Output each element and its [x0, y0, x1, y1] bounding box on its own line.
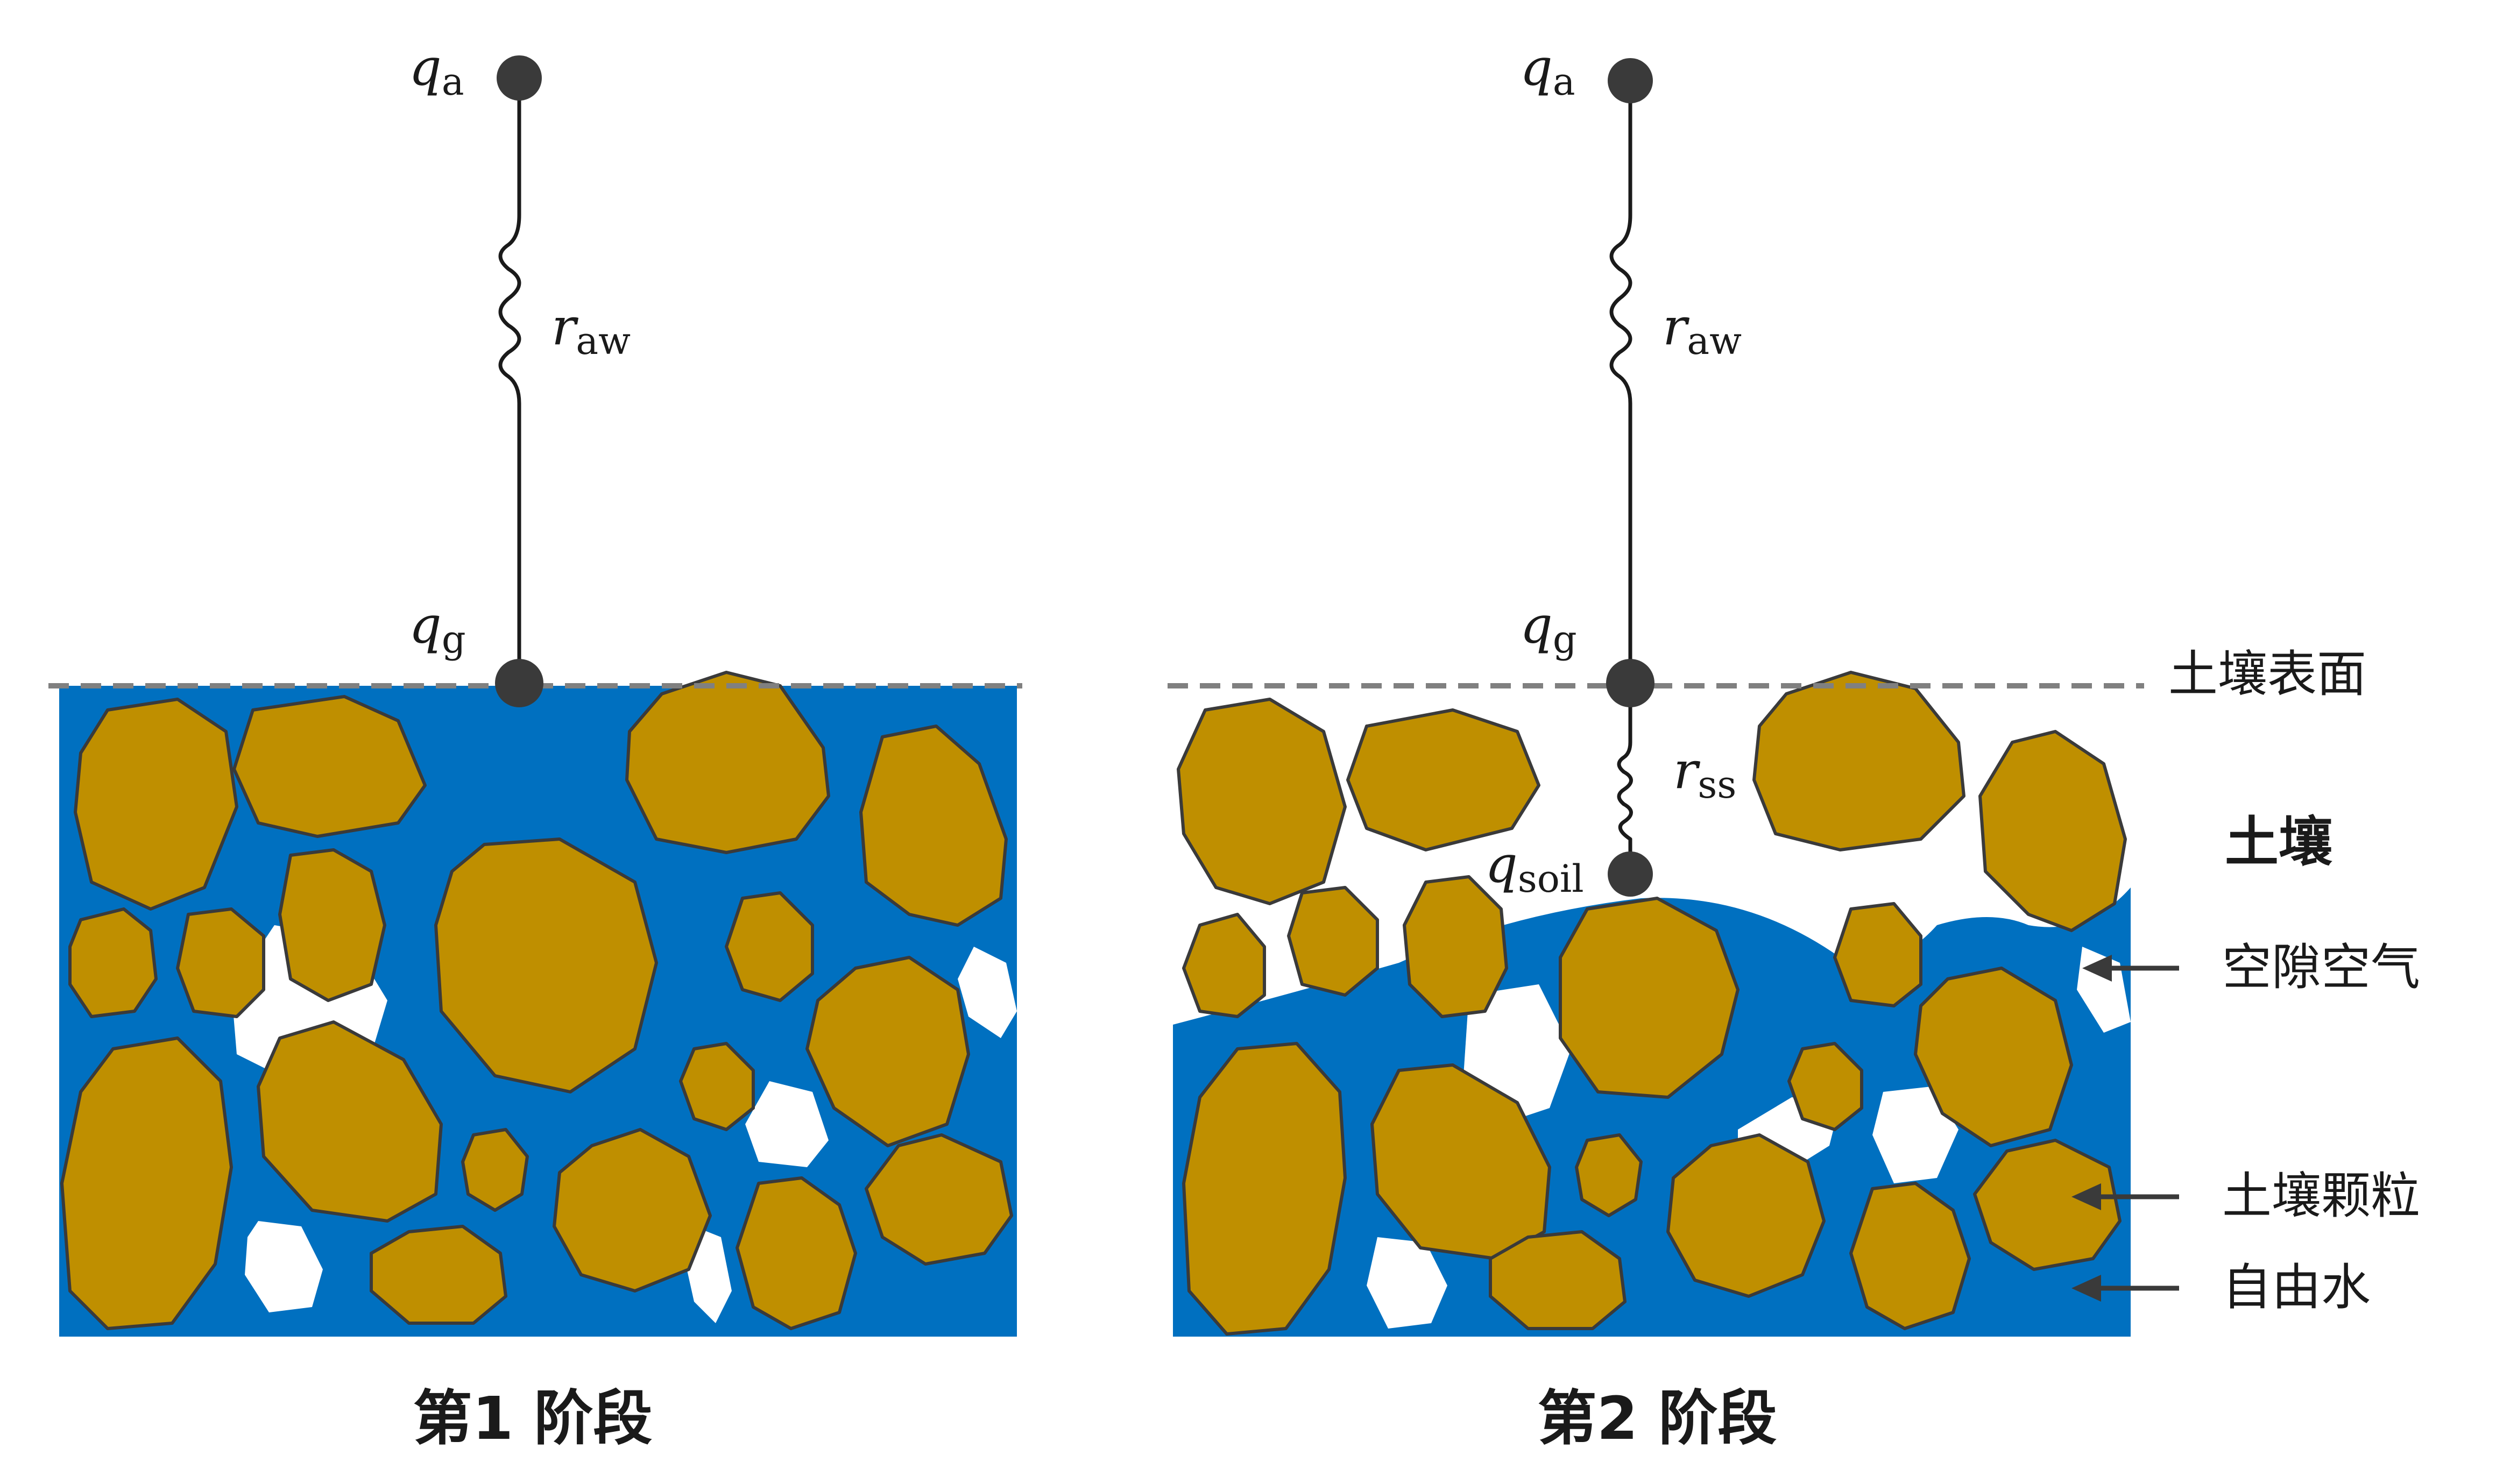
- resistance-raw: [498, 76, 521, 685]
- soil-particle: [1489, 1230, 1627, 1330]
- node-qg: [495, 659, 543, 707]
- node-qg: [1606, 659, 1654, 707]
- soil-particle: [679, 1042, 755, 1131]
- resistance-raw: [1609, 79, 1632, 685]
- node-qa: [497, 55, 542, 101]
- resistance-rss: [1617, 681, 1633, 876]
- pore-air: [958, 947, 1017, 1038]
- soil-particle: [1287, 886, 1379, 997]
- pore-air: [1367, 1237, 1447, 1329]
- soil-particle: [805, 956, 970, 1147]
- soil-particle: [865, 1133, 1013, 1266]
- soil-particle: [1978, 730, 2127, 932]
- label-raw: raw: [1663, 297, 1742, 363]
- soil-particle: [257, 1020, 443, 1223]
- label-free-water: 自由水: [2222, 1259, 2371, 1316]
- pore-air: [745, 1081, 829, 1167]
- soil-particles: [1177, 671, 2127, 1336]
- soil-particle: [1177, 698, 1347, 905]
- label-soil-heading: 土壤: [2225, 811, 2332, 874]
- soil-particle: [1973, 1139, 2122, 1271]
- soil-particle: [434, 837, 658, 1094]
- soil-particle: [736, 1176, 857, 1330]
- soil-particle: [278, 848, 386, 1002]
- arrowhead-soil-particle: [2071, 1183, 2101, 1210]
- soil-particle: [1559, 897, 1740, 1099]
- soil-particle: [1575, 1133, 1643, 1217]
- stage-2-panel: qa raw qg rss qsoil 第2 阶段: [1168, 38, 2144, 1453]
- soil-particle: [370, 1225, 507, 1325]
- soil-particle: [859, 725, 1008, 927]
- caption-stage-2: 第2 阶段: [1538, 1384, 1777, 1453]
- soil-particle: [1346, 708, 1540, 851]
- node-qsoil: [1608, 851, 1653, 897]
- soil-particle: [1914, 967, 2073, 1147]
- label-qg: qg: [409, 596, 466, 662]
- soil-particle: [1666, 1133, 1826, 1298]
- soil-particle: [1787, 1042, 1863, 1131]
- node-qa: [1608, 58, 1653, 103]
- soil-particle: [1849, 1182, 1971, 1330]
- label-qsoil: qsoil: [1485, 835, 1584, 901]
- pore-air: [1872, 1087, 1958, 1183]
- arrowhead-pore-air: [2082, 955, 2112, 982]
- soil-particle: [68, 907, 158, 1018]
- label-rss: rss: [1673, 741, 1736, 807]
- label-qg: qg: [1520, 596, 1577, 662]
- soil-particle: [625, 671, 830, 854]
- soil-particle: [1182, 913, 1266, 1018]
- soil-particle: [1403, 875, 1508, 1018]
- pore-air: [245, 1221, 323, 1312]
- soil-particle: [232, 695, 427, 838]
- stage-1-panel: qa raw qg 第1 阶段: [48, 38, 1022, 1453]
- arrowhead-free-water: [2071, 1275, 2101, 1302]
- label-pore-air: 空隙空气: [2222, 939, 2420, 996]
- soil-particle: [553, 1128, 712, 1293]
- soil-particle: [1182, 1042, 1347, 1336]
- label-qa: qa: [1520, 38, 1575, 104]
- soil-particle: [461, 1128, 529, 1212]
- soil-particle: [176, 907, 265, 1018]
- soil-particle: [74, 698, 238, 911]
- soil-particle: [1833, 902, 1922, 1007]
- soil-particle: [725, 891, 814, 1002]
- soil-particles: [60, 671, 1013, 1330]
- soil-particle: [1752, 671, 1965, 851]
- label-soil-particle: 土壤颗粒: [2222, 1167, 2420, 1225]
- label-soil-surface: 土壤表面: [2168, 645, 2366, 703]
- caption-stage-1: 第1 阶段: [413, 1384, 653, 1453]
- legend: 土壤表面 土壤 空隙空气 土壤颗粒 自由水: [2071, 645, 2420, 1316]
- soil-particle: [60, 1036, 233, 1330]
- label-qa: qa: [409, 38, 464, 104]
- label-raw: raw: [551, 297, 631, 363]
